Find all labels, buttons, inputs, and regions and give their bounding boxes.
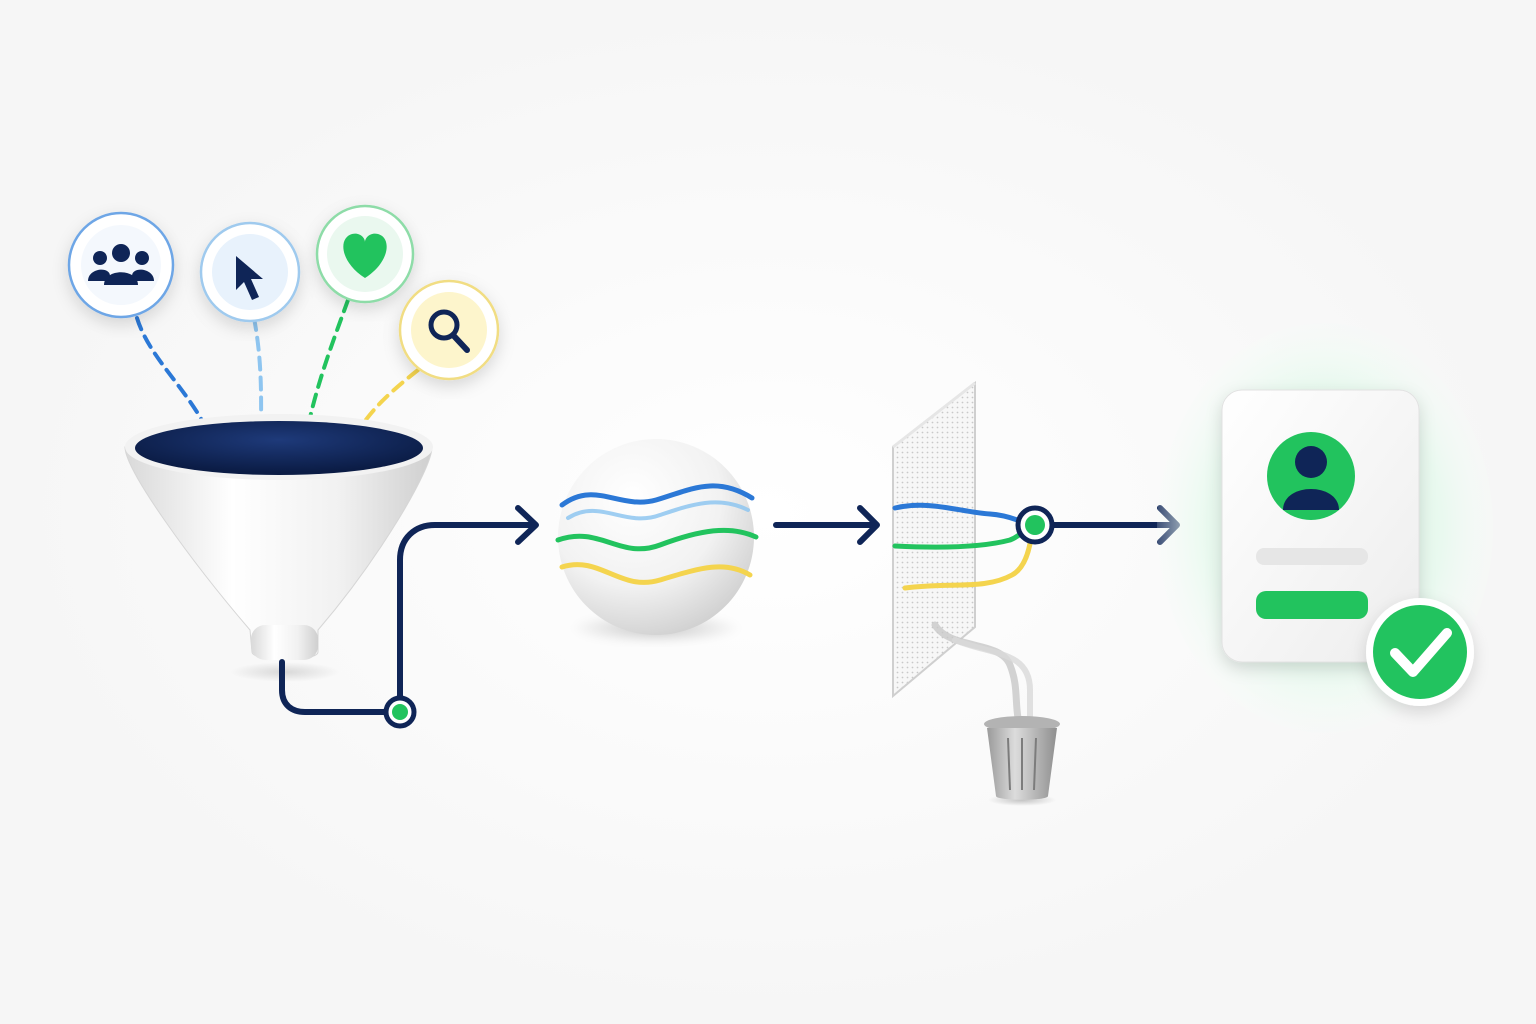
search-icon: [428, 309, 470, 353]
search-bubble: [398, 279, 500, 381]
arrow-2-icon: [857, 505, 880, 545]
filter-output-node: [1015, 505, 1055, 545]
card-placeholder-line: [1256, 548, 1368, 565]
arrow-1-icon: [515, 505, 539, 545]
sphere-icon: [555, 439, 759, 644]
heart-icon: [343, 233, 387, 278]
mesh-filter-icon: [892, 380, 1035, 722]
connectors: [279, 505, 1180, 715]
trash-can-icon: [984, 716, 1060, 806]
funnel-output-node: [383, 695, 417, 729]
funnel-icon: [124, 414, 433, 682]
funnel-to-sphere-connector: [397, 522, 538, 715]
avatar-icon: [1267, 432, 1355, 520]
cursor-icon: [236, 256, 263, 300]
check-badge-icon: [1366, 598, 1474, 706]
users-bubble: [67, 211, 175, 319]
card-action-bar: [1256, 591, 1368, 619]
users-icon: [88, 244, 154, 285]
funnel-connector: [279, 659, 403, 715]
